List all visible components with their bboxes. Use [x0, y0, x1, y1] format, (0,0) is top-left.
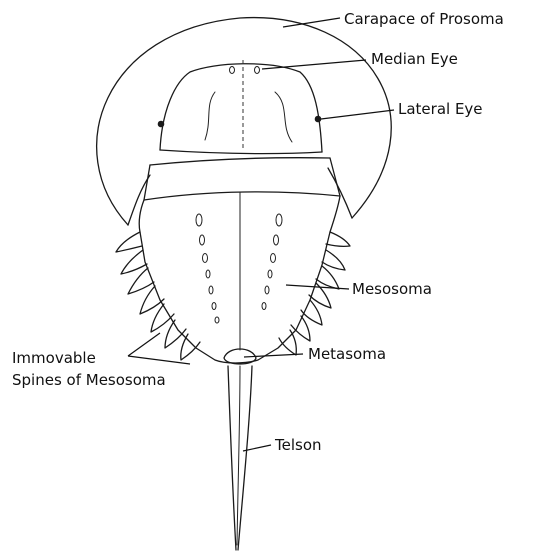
median-eye-left — [230, 67, 235, 74]
opisthosoma — [116, 192, 350, 363]
label-median-eye: Median Eye — [371, 50, 458, 68]
telson-ridge — [237, 366, 240, 545]
lateral-eye-right — [315, 116, 322, 123]
left-muscle-scars — [196, 214, 219, 323]
label-spines-line2: Spines of Mesosoma — [12, 371, 166, 389]
cardiac-region — [160, 64, 322, 152]
right-ridge — [275, 92, 292, 142]
cardiac-base — [160, 150, 322, 154]
leader-lateral-eye — [321, 110, 394, 119]
leader-carapace — [283, 18, 340, 27]
leader-metasoma — [244, 354, 303, 357]
leader-median-eye — [262, 60, 366, 69]
label-carapace: Carapace of Prosoma — [344, 10, 504, 28]
hinge-right — [330, 158, 340, 196]
hinge-band-lower — [144, 192, 340, 200]
hinge-band — [150, 158, 330, 165]
prosoma — [97, 18, 392, 225]
label-mesosoma: Mesosoma — [352, 280, 432, 298]
label-lateral-eye: Lateral Eye — [398, 100, 483, 118]
label-telson: Telson — [274, 436, 322, 454]
lateral-eye-left — [158, 121, 165, 128]
label-spines-line1: Immovable — [12, 349, 96, 367]
median-eye-right — [255, 67, 260, 74]
carapace-right-margin — [328, 168, 352, 218]
label-metasoma: Metasoma — [308, 345, 386, 363]
carapace-outline — [97, 18, 392, 225]
labels: Carapace of Prosoma Median Eye Lateral E… — [12, 10, 504, 454]
telson — [228, 366, 252, 550]
leader-spines-a — [128, 333, 160, 356]
leader-lines — [128, 18, 394, 451]
right-muscle-scars — [262, 214, 282, 310]
leader-mesosoma — [286, 285, 349, 289]
left-ridge — [205, 92, 215, 140]
